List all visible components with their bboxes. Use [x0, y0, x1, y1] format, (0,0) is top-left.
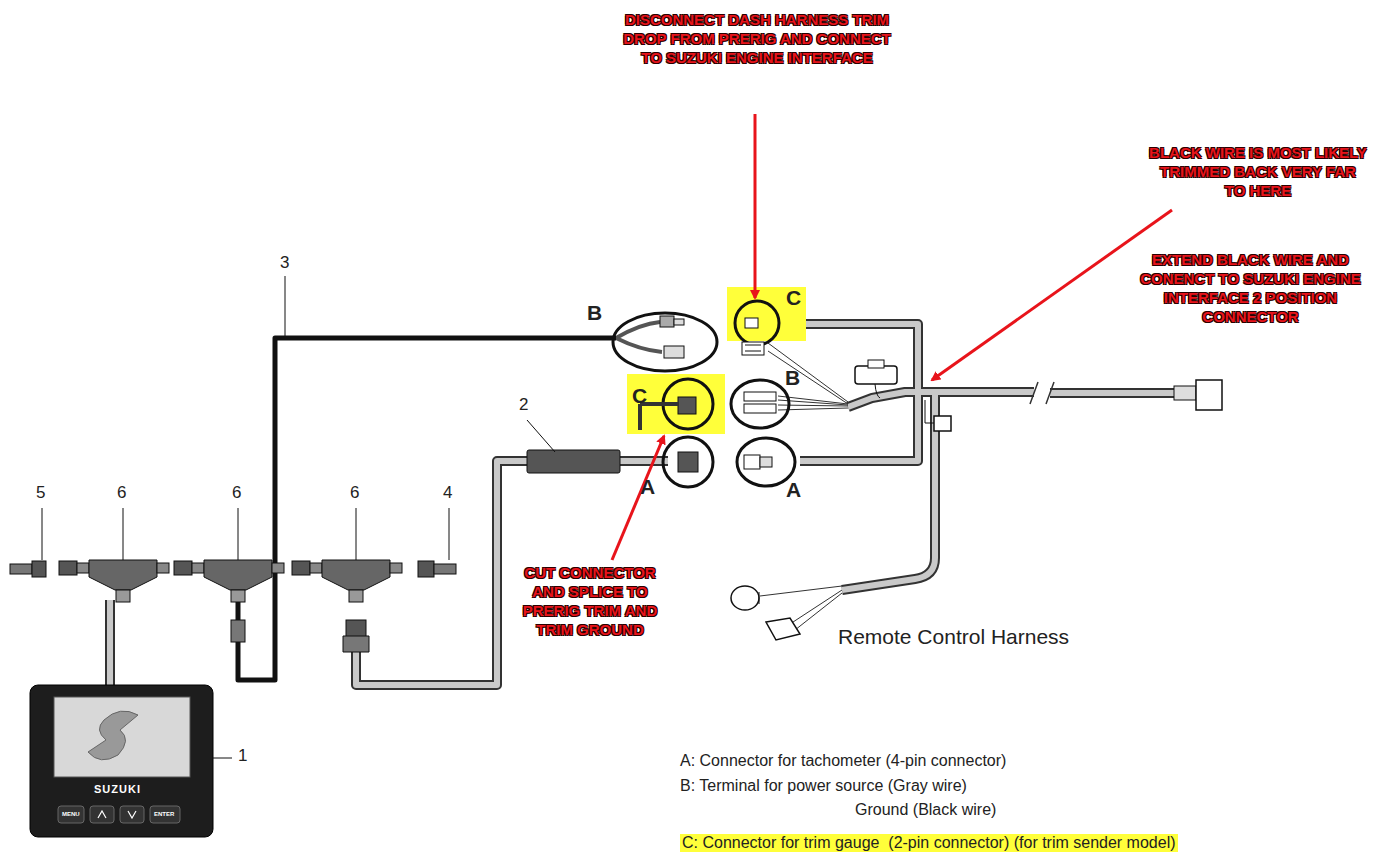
callout-number: 6 [232, 483, 241, 503]
connector-letter: C [786, 286, 801, 310]
callout-number: 3 [280, 253, 289, 273]
annotation-note: DISCONNECT DASH HARNESS TRIM DROP FROM P… [612, 10, 902, 67]
button-text: ENTER [154, 811, 174, 817]
callout-number: 2 [519, 395, 528, 415]
harness-name: Remote Control Harness [838, 625, 1069, 649]
callout-number: 5 [36, 483, 45, 503]
annotation-note: BLACK WIRE IS MOST LIKELY TRIMMED BACK V… [1148, 143, 1368, 200]
annotation-note: EXTEND BLACK WIRE AND CONENCT TO SUZUKI … [1128, 250, 1373, 326]
key-line: Ground (Black wire) [855, 801, 996, 819]
button-text: MENU [62, 811, 80, 817]
connector-letter: C [632, 384, 647, 408]
callout-number: 1 [238, 746, 247, 766]
key-line: B: Terminal for power source (Gray wire) [680, 777, 967, 795]
connector-letter: A [640, 475, 655, 499]
connector-letter: B [587, 301, 602, 325]
connector-letter: A [786, 478, 801, 502]
key-line: A: Connector for tachometer (4-pin conne… [680, 752, 1006, 770]
brand-text: SUZUKI [94, 783, 141, 795]
highlight [627, 374, 725, 434]
annotation-note: CUT CONNECTOR AND SPLICE TO PRERIG TRIM … [520, 563, 660, 639]
key-line: C: Connector for trim gauge (2-pin conne… [680, 834, 1178, 852]
callout-number: 4 [443, 483, 452, 503]
connector-letter: B [785, 366, 800, 390]
callout-number: 6 [350, 483, 359, 503]
callout-number: 6 [117, 483, 126, 503]
